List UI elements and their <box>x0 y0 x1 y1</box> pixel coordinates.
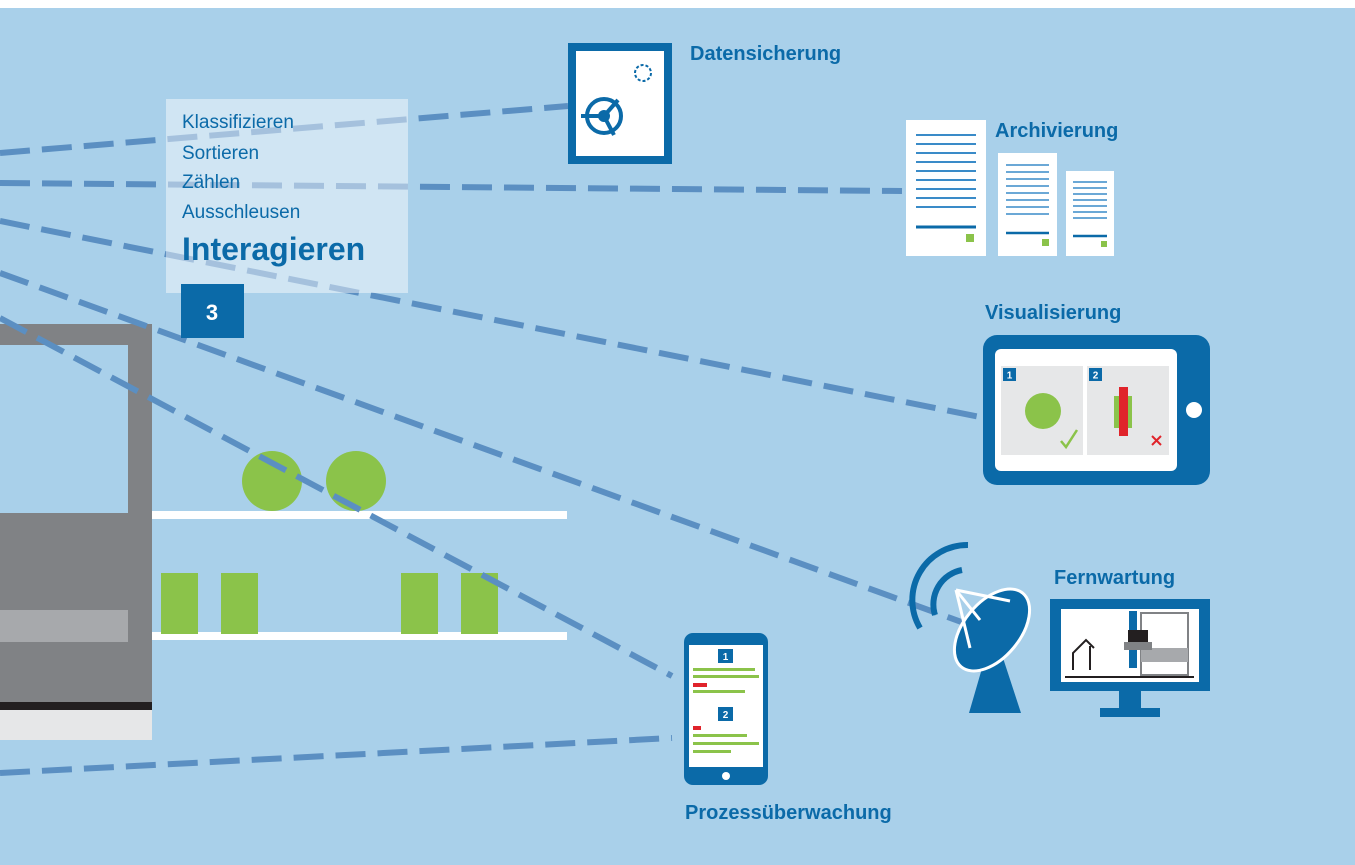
link-fernwartung <box>0 270 980 631</box>
archive-documents-icon <box>906 120 1114 256</box>
step-number: 3 <box>206 300 218 325</box>
safe-icon <box>568 43 672 164</box>
panel-title: Interagieren <box>182 231 365 267</box>
info-panel: Klassifizieren Sortieren Zählen Ausschle… <box>166 99 408 293</box>
link-datensicherung <box>0 103 569 156</box>
link-prozess-2 <box>0 735 673 776</box>
tablet-cell-number: 1 <box>1007 371 1013 382</box>
check-icon <box>1060 429 1079 450</box>
phone-cell-number: 2 <box>723 710 729 721</box>
conveyor-shelves <box>152 451 567 640</box>
label-visualisierung: Visualisierung <box>985 302 1121 324</box>
tablet-home-button <box>1186 402 1202 418</box>
product-box <box>221 573 258 634</box>
upper-shelf <box>152 511 567 519</box>
monitor-icon <box>1050 599 1210 717</box>
product-ball <box>326 451 386 511</box>
phone-home-button <box>722 772 730 780</box>
good-part-circle <box>1025 393 1061 429</box>
panel-line: Klassifizieren <box>182 112 294 133</box>
label-datensicherung: Datensicherung <box>690 43 841 65</box>
infographic-diagram: Klassifizieren Sortieren Zählen Ausschle… <box>0 8 1355 865</box>
panel-line: Sortieren <box>182 143 259 164</box>
label-prozessueberwachung: Prozessüberwachung <box>685 802 892 824</box>
infographic-stage: Klassifizieren Sortieren Zählen Ausschle… <box>0 8 1355 865</box>
step-badge: 3 <box>181 284 244 338</box>
panel-line: Ausschleusen <box>182 202 300 223</box>
phone-cell-number: 1 <box>723 652 729 663</box>
lower-shelf <box>152 632 567 640</box>
smartphone-icon: 1 2 <box>684 633 768 785</box>
tablet-icon: 1 2 <box>983 335 1210 485</box>
satellite-dish-icon <box>909 541 1032 713</box>
panel-line: Zählen <box>182 172 240 193</box>
product-box <box>401 573 438 634</box>
product-ball <box>242 451 302 511</box>
inspection-machine <box>0 324 152 740</box>
defect-marker <box>1119 387 1128 436</box>
tablet-cell-number: 2 <box>1093 371 1099 382</box>
label-fernwartung: Fernwartung <box>1054 567 1175 589</box>
cross-icon <box>1151 435 1162 446</box>
link-prozess <box>0 315 674 679</box>
link-archivierung <box>0 180 903 194</box>
product-box <box>161 573 198 634</box>
label-archivierung: Archivierung <box>995 120 1118 142</box>
connection-lines <box>0 103 986 776</box>
